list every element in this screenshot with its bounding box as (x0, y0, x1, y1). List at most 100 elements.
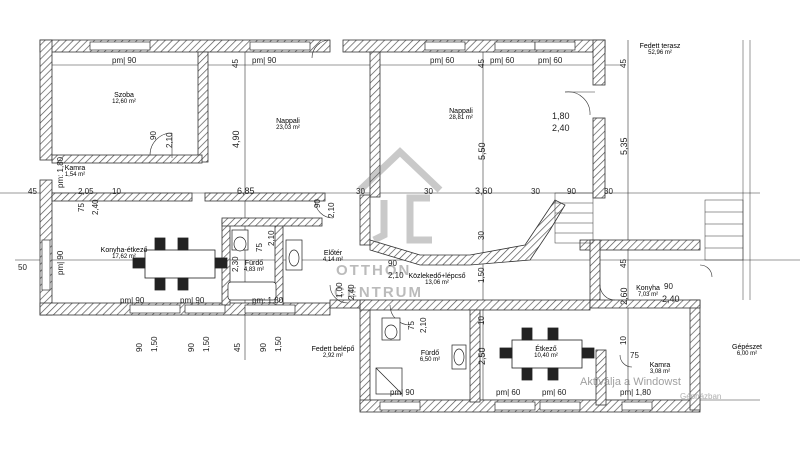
room-area: 7,03 m² (637, 292, 659, 298)
dim-210-door-szoba: 2,10 (165, 132, 174, 148)
dim-75-bath: 75 (255, 243, 264, 252)
room-nappali-2: Nappali 28,81 m² (449, 108, 473, 121)
room-name: Fedett terasz (639, 43, 681, 50)
room-konyha: Konyha 7,03 m² (636, 285, 660, 298)
dim-150-b1: 1,50 (150, 336, 159, 352)
room-szoba: Szoba 12,60 m² (112, 92, 136, 105)
dim-210-eloter: 2,10 (327, 202, 336, 218)
dim-210-bath: 2,10 (267, 230, 276, 246)
room-area: 4,83 m² (243, 267, 265, 273)
otthon-centrum-logo (357, 147, 443, 244)
dim-window-nappali1: pm| 90 (252, 56, 277, 65)
room-etkezo: Étkező 10,40 m² (534, 346, 558, 359)
room-name: Gépészet (732, 344, 762, 351)
dim-90-b2: 90 (187, 343, 196, 352)
room-fedett-belepo: Fedett belépő 2,92 m² (312, 346, 355, 359)
room-name: Konyha (636, 285, 660, 292)
dim-50: 50 (18, 263, 27, 272)
dim-490: 4,90 (231, 130, 241, 148)
dim-30-d: 30 (604, 187, 613, 196)
room-area: 3,08 m² (649, 369, 671, 375)
dim-90-b1: 90 (135, 343, 144, 352)
room-name: Előtér (323, 250, 343, 257)
room-area: 28,81 m² (449, 115, 473, 121)
room-name: Szoba (114, 92, 134, 99)
dim-250: 2,50 (477, 347, 487, 365)
dim-30-a: 30 (356, 187, 365, 196)
dim-210-entry: 2,10 (388, 271, 404, 280)
dim-45-top: 45 (231, 59, 240, 68)
dim-45-b: 45 (233, 343, 242, 352)
dim-pm60-bottom-b: pm| 60 (542, 388, 567, 397)
dim-90-stair: 90 (567, 187, 576, 196)
dim-90-konyha: 90 (664, 282, 673, 291)
room-name: Fedett belépő (311, 346, 355, 353)
dim-45-top-2: 45 (477, 59, 486, 68)
dim-90-entry: 90 (388, 259, 397, 268)
dim-pm60-bottom-a: pm| 60 (496, 388, 521, 397)
doors (149, 39, 713, 368)
room-area: 23,03 m² (276, 125, 300, 131)
dim-210-furdo2: 2,10 (419, 317, 428, 333)
dim-240-konyha: 2,40 (662, 294, 680, 304)
room-name: Kamra (64, 165, 86, 172)
dim-pm90-bottom-b: pm| 90 (180, 296, 205, 305)
dim-window-szoba: pm| 90 (112, 56, 137, 65)
dim-535: 5,35 (619, 137, 629, 155)
dim-30-c: 30 (531, 187, 540, 196)
dim-30-stair: 30 (477, 231, 486, 240)
dim-30-b: 30 (424, 187, 433, 196)
dim-75-kamra: 75 (77, 203, 86, 212)
dim-260: 2,60 (619, 287, 629, 305)
room-area: 52,96 m² (648, 50, 672, 56)
room-name: Nappali (449, 108, 473, 115)
dim-90-door-szoba: 90 (149, 131, 158, 140)
bathroom-fixtures (227, 229, 467, 395)
dim-pm90-bottom-a: pm| 90 (120, 296, 145, 305)
dining-table-1 (132, 237, 228, 291)
dining-table-2 (499, 327, 595, 381)
watermark-line1: OTTHON (336, 262, 412, 279)
room-kamra-2: Kamra 3,08 m² (650, 362, 671, 375)
room-kamra-1: Kamra 1,54 m² (65, 165, 86, 178)
dim-pm90-konyha: pm| 90 (56, 250, 65, 275)
room-name: Fürdő (420, 350, 440, 357)
room-area: 4,14 m² (322, 257, 344, 263)
room-area: 6,00 m² (736, 351, 758, 357)
dim-240-kamra: 2,40 (91, 199, 100, 215)
dim-10-mid: 10 (477, 316, 486, 325)
dim-pm180-bottom: pm| 1,80 (620, 388, 651, 397)
watermark-line2: CENTRUM (334, 284, 423, 301)
dim-pm180-kamra: pm: 1,80 (56, 156, 65, 188)
room-area: 1,54 m² (64, 172, 86, 178)
room-furdo-2: Fürdő 6,50 m² (420, 350, 440, 363)
room-name: Nappali (276, 118, 300, 125)
windows-activation-subtitle: Gépházban (680, 392, 722, 401)
dim-45-konyha: 45 (619, 259, 628, 268)
room-name: Közlekedő+lépcső (408, 273, 466, 280)
room-area: 10,40 m² (534, 353, 558, 359)
dim-90-b3: 90 (259, 343, 268, 352)
dim-10: 10 (112, 187, 121, 196)
room-name: Konyha-étkező (100, 247, 148, 254)
room-area: 2,92 m² (322, 353, 344, 359)
room-area: 6,50 m² (419, 357, 441, 363)
windows (41, 41, 653, 411)
room-konyha-etkezo: Konyha-étkező 17,62 m² (101, 247, 148, 260)
dim-150-b3: 1,50 (274, 336, 283, 352)
dim-10-konyha: 10 (619, 336, 628, 345)
room-name: Étkező (535, 346, 557, 353)
room-furdo-1: Fürdő 4,83 m² (244, 260, 264, 273)
dim-45-left: 45 (28, 187, 37, 196)
room-area: 17,62 m² (112, 254, 136, 260)
dim-window-nappali2-c: pm| 60 (538, 56, 563, 65)
dim-pm180-bath: pm: 1,80 (252, 296, 284, 305)
room-gepeszet: Gépészet 6,00 m² (732, 344, 762, 357)
room-nappali-1: Nappali 23,03 m² (276, 118, 300, 131)
room-name: Kamra (649, 362, 671, 369)
walls (39, 39, 701, 413)
dim-window-nappali2-b: pm| 60 (490, 56, 515, 65)
room-name: Fürdő (244, 260, 264, 267)
dim-205: 2,05 (78, 187, 94, 196)
